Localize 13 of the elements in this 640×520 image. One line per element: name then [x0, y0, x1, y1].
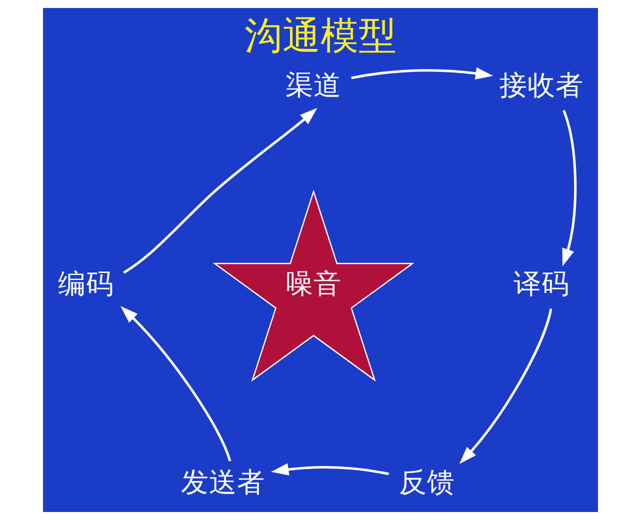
- arrow: [350, 67, 493, 80]
- arrow: [458, 308, 552, 464]
- node-text: 译码: [512, 266, 569, 300]
- node-text: 接收者: [498, 68, 583, 102]
- arrow: [120, 306, 231, 462]
- arrow: [270, 463, 389, 476]
- node-text: 编码: [57, 266, 114, 300]
- arrow: [562, 110, 576, 266]
- diagram-title: 沟通模型: [244, 13, 396, 58]
- arrow: [122, 108, 317, 274]
- node-text: 渠道: [285, 68, 342, 102]
- node-text: 发送者: [180, 465, 264, 498]
- node-text: 反馈: [398, 465, 454, 498]
